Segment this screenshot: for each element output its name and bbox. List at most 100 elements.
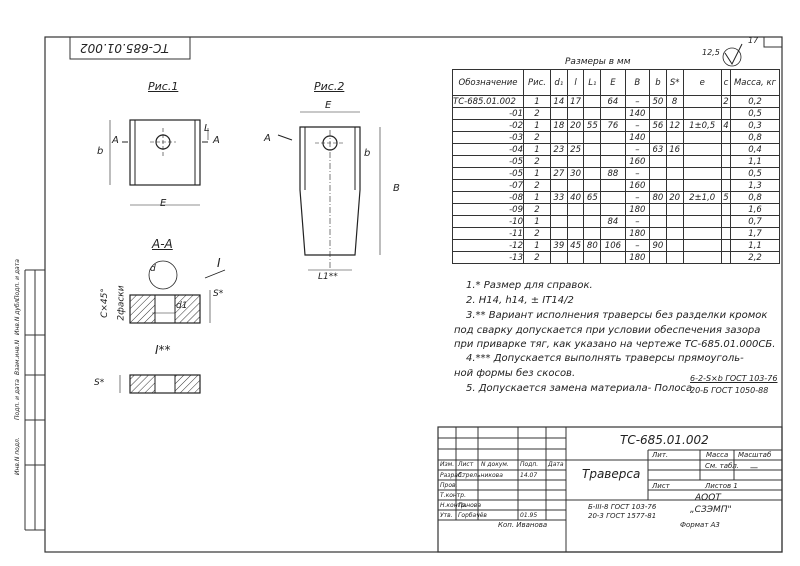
table-cell: 1 [523, 239, 551, 252]
title-block-cell: Панова [458, 502, 481, 509]
table-cell [720, 251, 732, 264]
th-l1: L₁ [583, 69, 602, 96]
note-1: 1.* Размер для справок. [466, 280, 593, 291]
table-cell [566, 131, 585, 144]
table-cell: 2 [523, 155, 551, 168]
table-cell: 1±0,5 [682, 119, 722, 132]
table-cell: 1,6 [730, 203, 780, 216]
table-cell: -05 [452, 155, 524, 168]
table-cell [583, 107, 602, 120]
table-cell [600, 203, 626, 216]
note-2: 2. H14, h14, ± IT14/2 [466, 295, 574, 306]
table-cell [549, 131, 568, 144]
table-cell [600, 179, 626, 192]
dim-l1: L1** [318, 272, 338, 282]
table-cell: 0,8 [730, 191, 780, 204]
sheet-number: 17 [748, 36, 759, 45]
title-block-cell: Т.контр. [440, 492, 467, 499]
table-cell [583, 227, 602, 240]
roughness-value: 12,5 [702, 48, 720, 57]
table-cell [720, 155, 732, 168]
section-mark-a-left: A [112, 135, 119, 146]
note-3c: при приварке тяг, как указано на чертеже… [454, 339, 776, 350]
table-cell: 8 [665, 95, 684, 108]
table-cell [600, 107, 626, 120]
table-caption: Размеры в мм [565, 57, 631, 67]
table-cell [720, 131, 732, 144]
table-cell: 2 [523, 131, 551, 144]
table-cell: 84 [600, 215, 626, 228]
table-cell [649, 251, 667, 264]
table-cell: – [624, 191, 651, 204]
table-cell: 16 [665, 143, 684, 156]
side-label-0: Инв.N подл. [14, 437, 21, 475]
table-cell: 50 [649, 95, 667, 108]
table-cell [600, 155, 626, 168]
title-block-cell: Изм. [440, 461, 455, 468]
th-b: b [649, 69, 667, 96]
table-cell [665, 203, 684, 216]
table-cell [665, 227, 684, 240]
table-cell: -07 [452, 179, 524, 192]
table-cell: 55 [583, 119, 602, 132]
table-cell [583, 179, 602, 192]
dim-chamfer: С×45° [99, 288, 110, 318]
table-cell: 33 [549, 191, 568, 204]
table-cell [549, 251, 568, 264]
table-cell [682, 107, 722, 120]
table-cell [566, 179, 585, 192]
table-cell: 64 [600, 95, 626, 108]
table-cell [720, 167, 732, 180]
table-cell: 1,7 [730, 227, 780, 240]
table-cell [566, 227, 585, 240]
table-cell: – [624, 239, 651, 252]
table-cell: 80 [583, 239, 602, 252]
table-cell: 160 [624, 179, 651, 192]
table-cell: 2 [523, 227, 551, 240]
table-cell: 140 [624, 107, 651, 120]
table-cell [600, 227, 626, 240]
table-cell: -04 [452, 143, 524, 156]
table-cell: -02 [452, 119, 524, 132]
table-cell: 0,4 [730, 143, 780, 156]
title-block-cell: Стрельникова [458, 472, 503, 479]
table-cell [720, 227, 732, 240]
table-cell [720, 179, 732, 192]
table-cell: -05 [452, 167, 524, 180]
table-cell [549, 215, 568, 228]
table-cell: 5 [720, 191, 732, 204]
table-cell: 1 [523, 167, 551, 180]
table-cell: 18 [549, 119, 568, 132]
sheet-label: Лист [652, 482, 670, 490]
sheets-label: Листов 1 [705, 482, 738, 490]
dim-d1: d1 [176, 301, 188, 311]
table-cell [583, 251, 602, 264]
table-cell [583, 155, 602, 168]
dim-e-fig2: E [325, 100, 332, 111]
table-cell: 1,1 [730, 155, 780, 168]
table-cell [720, 215, 732, 228]
material-sub: 20-3 ГОСТ 1577-81 [588, 512, 657, 520]
table-cell [682, 95, 722, 108]
table-cell: 17 [566, 95, 585, 108]
section-aa-label: А-А [152, 237, 173, 251]
copied-by: Коп. Иванова [498, 521, 548, 529]
table-cell: 30 [566, 167, 585, 180]
table-cell: 23 [549, 143, 568, 156]
dim-e-fig1: E [160, 198, 167, 209]
table-cell [682, 203, 722, 216]
dim-s-star: S* [213, 289, 224, 299]
table-cell [682, 143, 722, 156]
title-block-cell: N докум. [481, 461, 509, 468]
side-label-4: Подп. и дата [14, 259, 21, 300]
th-fig: Рис. [523, 69, 551, 96]
table-cell [682, 251, 722, 264]
section-mark-a-right: A [213, 135, 220, 146]
table-cell: -01 [452, 107, 524, 120]
table-cell: -11 [452, 227, 524, 240]
scale-value: — [750, 463, 758, 472]
